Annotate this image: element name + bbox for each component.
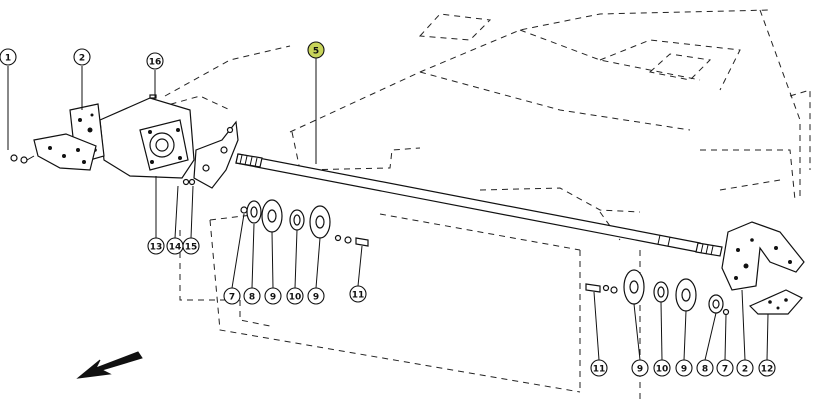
svg-text:9: 9 xyxy=(270,293,276,303)
left-shield xyxy=(10,133,97,171)
leader-lines xyxy=(7,58,769,361)
svg-text:11: 11 xyxy=(593,365,606,375)
svg-text:12: 12 xyxy=(761,365,774,375)
arrow-down-left-icon xyxy=(76,351,143,379)
callout-8-left: 8 xyxy=(243,287,261,305)
callout-15: 15 xyxy=(182,237,200,255)
svg-text:15: 15 xyxy=(185,243,198,253)
callout-9-left-a: 9 xyxy=(264,287,282,305)
svg-text:1: 1 xyxy=(5,54,11,64)
left-bearing-set xyxy=(240,199,369,247)
svg-text:10: 10 xyxy=(656,365,669,375)
callout-9-left-b: 9 xyxy=(307,287,325,305)
svg-text:11: 11 xyxy=(352,291,365,301)
bracket-plate xyxy=(193,120,239,189)
svg-text:9: 9 xyxy=(313,293,319,303)
svg-text:10: 10 xyxy=(289,293,302,303)
callout-10-right: 10 xyxy=(653,359,671,377)
svg-text:14: 14 xyxy=(169,243,182,253)
svg-text:16: 16 xyxy=(149,58,162,68)
right-shield xyxy=(721,221,805,291)
callout-8-right: 8 xyxy=(696,359,714,377)
callout-2-right: 2 xyxy=(736,359,754,377)
svg-text:9: 9 xyxy=(681,365,687,375)
callout-2-left: 2 xyxy=(73,48,91,66)
right-bearing-set xyxy=(585,269,730,316)
right-lower-cover xyxy=(748,289,803,315)
callouts: 1 2 16 5 13 14 15 7 xyxy=(0,41,776,377)
callout-5-shaft: 5 xyxy=(307,41,325,59)
svg-text:8: 8 xyxy=(249,293,255,303)
svg-text:2: 2 xyxy=(79,54,85,64)
svg-text:7: 7 xyxy=(229,293,235,303)
callout-7-right: 7 xyxy=(716,359,734,377)
callout-7-left: 7 xyxy=(223,287,241,305)
svg-text:9: 9 xyxy=(637,365,643,375)
gearbox-housing xyxy=(99,97,195,179)
callout-12: 12 xyxy=(758,359,776,377)
svg-text:2: 2 xyxy=(742,365,748,375)
callout-10-left: 10 xyxy=(286,287,304,305)
svg-text:8: 8 xyxy=(702,365,708,375)
callout-9-right-a: 9 xyxy=(631,359,649,377)
callout-9-right-b: 9 xyxy=(675,359,693,377)
callout-13: 13 xyxy=(147,237,165,255)
callout-16: 16 xyxy=(146,52,164,70)
housing-fasteners xyxy=(149,94,196,186)
svg-text:5: 5 xyxy=(313,47,319,57)
svg-text:13: 13 xyxy=(150,243,163,253)
svg-text:7: 7 xyxy=(722,365,728,375)
callout-1: 1 xyxy=(0,48,17,66)
callout-14: 14 xyxy=(166,237,184,255)
callout-11-right: 11 xyxy=(590,359,608,377)
main-shaft xyxy=(235,153,723,257)
callout-11-left: 11 xyxy=(349,285,367,303)
